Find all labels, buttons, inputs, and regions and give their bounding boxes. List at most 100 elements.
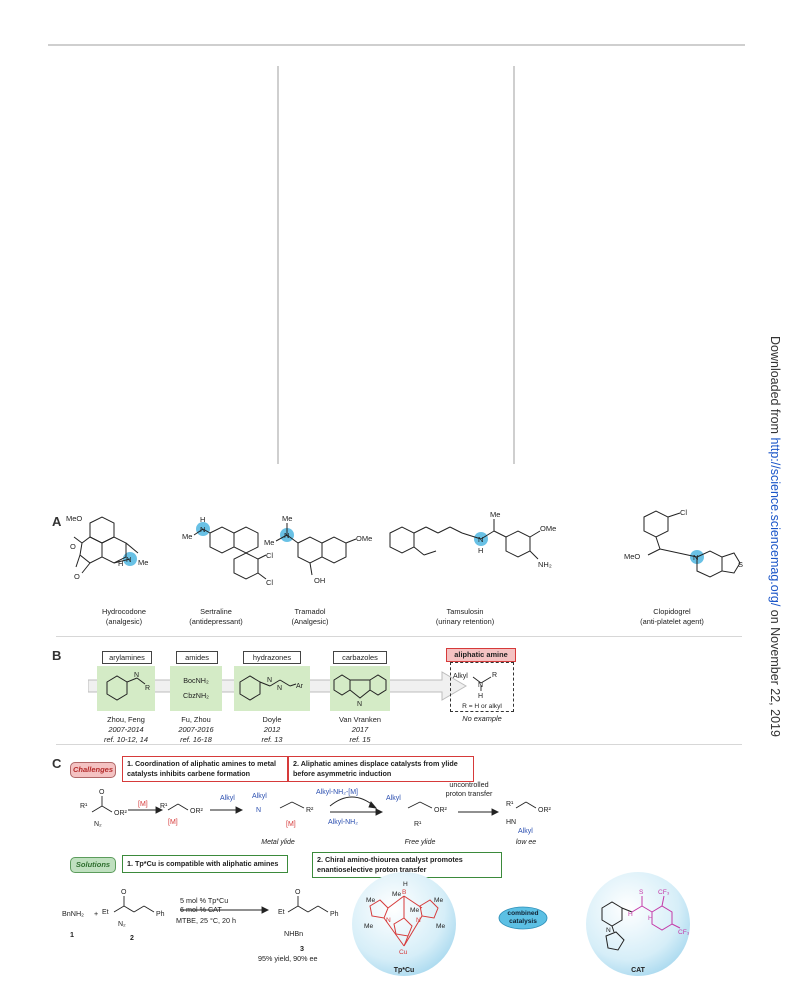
- sertraline-cl2-label: Cl: [266, 578, 273, 587]
- hydrocodone-ring-o-label: O: [70, 542, 76, 551]
- product-nhbn: NHBn: [284, 929, 304, 938]
- carbazole-n-label: N: [357, 701, 362, 708]
- product-ph-label: Ph: [330, 911, 339, 918]
- category-hydrazones: hydrazones: [243, 651, 301, 664]
- tramadol-oh-label: OH: [314, 576, 325, 585]
- cite-authors: Fu, Zhou: [181, 715, 211, 724]
- sertraline-me-label: Me: [182, 532, 192, 541]
- tpcu-label: Tp*Cu: [394, 967, 415, 974]
- tramadol-me2-label: Me: [264, 538, 274, 547]
- low-ee-label: low ee: [516, 839, 536, 846]
- cite-years: 2007-2014: [108, 725, 144, 734]
- combined-catalysis-bubble: [498, 906, 548, 930]
- scheme-n-ylide: N: [256, 807, 261, 814]
- tpcu-me3: Me: [364, 923, 373, 930]
- cite-arylamines: Zhou, Feng 2007-2014 ref. 10-12, 14: [86, 715, 166, 745]
- target-h-label: H: [478, 693, 483, 700]
- clopidogrel-structure: [643, 510, 741, 578]
- panel-a-letter: A: [52, 514, 62, 529]
- tpcu-sphere: [352, 872, 456, 976]
- tpcu-b: B: [402, 889, 407, 896]
- cat-label: CAT: [631, 967, 646, 974]
- scheme-r1-carbene: R¹: [160, 803, 168, 810]
- column-rule-left: [277, 66, 279, 464]
- category-carbazoles: carbazoles: [333, 651, 387, 664]
- panel-a-structures: MeO N Me H O O N Me H Cl Cl N Me Me OH O…: [66, 508, 743, 587]
- cat-h1: H: [628, 911, 633, 918]
- download-prefix: Downloaded from: [768, 336, 782, 438]
- scheme-catalyst-m: [M]: [138, 801, 148, 808]
- molecule-use: (analgesic): [105, 617, 143, 626]
- target-n-label: N: [478, 682, 483, 689]
- arylamine-n-label: N: [134, 672, 139, 679]
- tpcu-me5: Me: [392, 891, 401, 898]
- hydrocodone-h-label: H: [118, 559, 123, 568]
- arylamine-r-label: R: [145, 685, 150, 692]
- category-arylamines: arylamines: [102, 651, 152, 664]
- metal-ylide-label: Metal ylide: [261, 839, 295, 846]
- scheme-m-carbene: [M]: [168, 819, 178, 826]
- panel-a-divider: [56, 636, 742, 637]
- condition-cat: 6 mol % CAT: [180, 905, 222, 914]
- sertraline-h-label: H: [200, 515, 205, 524]
- hydrocodone-me-label: Me: [138, 558, 148, 567]
- clopidogrel-s-label: S: [738, 560, 743, 569]
- product-o-label: O: [295, 889, 301, 896]
- plus-sign: +: [94, 909, 99, 918]
- cat-cf3-2: CF₃: [678, 929, 690, 936]
- solutions-pill: Solutions: [70, 857, 116, 873]
- scheme-amine-m-complex: Alkyl-NH₂-[M]: [316, 789, 358, 796]
- molecule-tamsulosin: Tamsulosin (urinary retention): [420, 607, 510, 627]
- amide-block: BocNH₂ CbzNH₂: [170, 666, 222, 711]
- sertraline-n-label: N: [200, 525, 205, 534]
- tamsulosin-h-label: H: [478, 546, 483, 555]
- cat-s: S: [639, 889, 644, 896]
- molecule-use: (antidepressant): [189, 617, 243, 626]
- clopidogrel-cl-label: Cl: [680, 508, 687, 517]
- challenge-1-box: 1. Coordination of aliphatic amines to m…: [122, 756, 288, 782]
- challenges-pill: Challenges: [70, 762, 116, 778]
- hydrazone-block: N N Ar: [234, 666, 310, 711]
- download-notice: Downloaded from http://science.sciencema…: [762, 336, 782, 737]
- reactant-bnnh2: BnNH₂: [62, 909, 84, 918]
- cite-hydrazones: Doyle 2012 ref. 13: [232, 715, 312, 745]
- molecule-sertraline: Sertraline (antidepressant): [176, 607, 256, 627]
- target-alkyl-label: Alkyl: [453, 673, 468, 680]
- cat-n: N: [606, 927, 611, 934]
- tpcu-cu: Cu: [399, 949, 408, 956]
- download-link[interactable]: http://science.sciencemag.org/: [768, 437, 782, 607]
- yield-ee: 95% yield, 90% ee: [258, 954, 318, 963]
- sertraline-cl1-label: Cl: [266, 551, 273, 560]
- scheme-m-ylide: [M]: [286, 821, 296, 828]
- scheme-r1-free: R¹: [414, 821, 422, 828]
- scheme-or2-free: OR²: [434, 807, 448, 814]
- reactant2-n2-label: N₂: [118, 921, 126, 928]
- scheme-r1-start: R¹: [80, 803, 88, 810]
- molecule-hydrocodone: Hydrocodone (analgesic): [84, 607, 164, 627]
- cite-years: 2012: [263, 725, 281, 734]
- no-example-note: No example: [462, 714, 502, 723]
- cite-years: 2017: [351, 725, 369, 734]
- molecule-name: Sertraline: [200, 607, 232, 616]
- catalyst-spheres: Me Me Me Me Me Me B H N N Cu Tp*Cu S CF₃…: [352, 872, 690, 976]
- product-number: 3: [300, 944, 304, 953]
- molecule-name: Tramadol: [294, 607, 326, 616]
- free-ylide-label: Free ylide: [405, 839, 436, 846]
- cite-authors: Zhou, Feng: [107, 715, 145, 724]
- hydrocodone-meo-label: MeO: [66, 514, 82, 523]
- challenge-scheme: R¹ OR² O N₂ [M] R¹ OR² [M] Alkyl Alkyl N…: [80, 789, 552, 846]
- tramadol-structure: [275, 523, 357, 576]
- arylamine-block: N R: [97, 666, 155, 711]
- cite-carbazoles: Van Vranken 2017 ref. 15: [320, 715, 400, 745]
- cite-ref: ref. 10-12, 14: [104, 735, 148, 744]
- cite-amides: Fu, Zhou 2007-2016 ref. 16-18: [156, 715, 236, 745]
- cat-sphere: [586, 872, 690, 976]
- tpcu-me1: Me: [366, 897, 375, 904]
- scheme-or2-carbene: OR²: [190, 808, 204, 815]
- hydrazone-n1-label: N: [267, 677, 272, 684]
- hydrazone-ar-label: Ar: [296, 683, 304, 690]
- category-amides: amides: [176, 651, 218, 664]
- tramadol-ome-label: OMe: [356, 534, 372, 543]
- panel-c-letter: C: [52, 756, 62, 771]
- scheme-or2-product: OR²: [538, 807, 552, 814]
